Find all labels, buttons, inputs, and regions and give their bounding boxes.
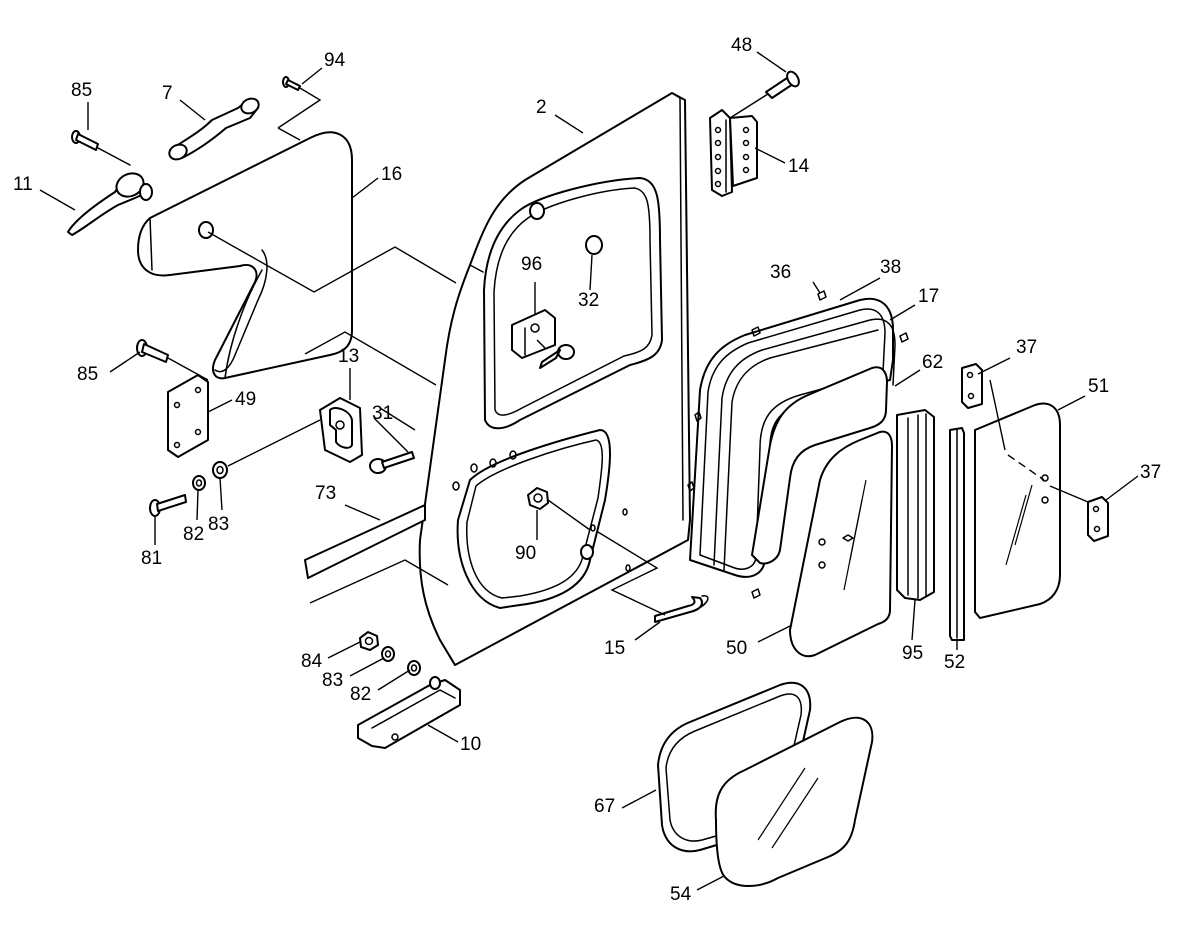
- screw-94: [277, 76, 322, 129]
- callout-49: 49: [235, 389, 256, 410]
- nut-84: [359, 631, 379, 651]
- callout-82-bottom: 82: [350, 684, 371, 705]
- bracket-37-bottom: [1087, 496, 1109, 542]
- inner-panel-16: [137, 131, 353, 380]
- handle-11: [67, 172, 153, 236]
- callout-94: 94: [324, 50, 346, 71]
- weatherstrip-62: [751, 366, 888, 565]
- callout-54: 54: [670, 884, 692, 905]
- channel-95: [896, 409, 935, 601]
- callout-14: 14: [788, 156, 810, 177]
- washer-83-left: [212, 461, 228, 479]
- u-rod-15: [654, 595, 709, 623]
- callout-67: 67: [594, 796, 615, 817]
- callout-37-top: 37: [1016, 337, 1037, 358]
- bracket-37-top: [961, 363, 983, 409]
- callout-37-bottom: 37: [1140, 462, 1161, 483]
- callout-81: 81: [141, 548, 162, 569]
- callout-17: 17: [918, 286, 939, 307]
- callout-31: 31: [372, 403, 393, 424]
- callout-16: 16: [381, 164, 402, 185]
- leader-lines: [39, 51, 1139, 891]
- seal-strip-73: [304, 504, 426, 579]
- callout-38: 38: [880, 257, 901, 278]
- callout-32: 32: [578, 290, 599, 311]
- callout-7: 7: [162, 83, 173, 104]
- leader-washer: [227, 419, 321, 467]
- callout-83-bottom: 83: [322, 670, 343, 691]
- grab-handle-10: [357, 676, 461, 749]
- plug-32: [585, 235, 603, 255]
- callout-13: 13: [338, 346, 359, 367]
- callout-51: 51: [1088, 376, 1109, 397]
- grip-7: [168, 97, 260, 161]
- bolt-81: [149, 494, 187, 517]
- callout-15: 15: [604, 638, 625, 659]
- callout-85-top: 85: [71, 80, 92, 101]
- clips: [687, 290, 909, 599]
- hinge-14: [709, 109, 758, 197]
- screw-85-top: [71, 130, 131, 166]
- plate-49: [167, 374, 209, 458]
- callout-10: 10: [460, 734, 481, 755]
- weatherstrip-17: [713, 318, 896, 571]
- callout-52: 52: [944, 652, 965, 673]
- bracket-96: [511, 309, 556, 359]
- nut-90: [527, 487, 549, 510]
- callout-96: 96: [521, 254, 542, 275]
- door-panel: [418, 92, 691, 666]
- callout-84: 84: [301, 651, 323, 672]
- bolt-48: [729, 70, 800, 119]
- callout-85-mid: 85: [77, 364, 98, 385]
- washer-83-bottom: [381, 646, 395, 662]
- glass-51: [974, 379, 1089, 620]
- callout-50: 50: [726, 638, 747, 659]
- washer-82-left: [192, 475, 206, 491]
- callout-90: 90: [515, 543, 536, 564]
- strip-52: [949, 427, 965, 641]
- callout-labels: 94 85 7 11 16 2 48 14 96 32 36 38 17 62 …: [13, 35, 1161, 905]
- bolt-96: [539, 344, 575, 369]
- callout-82-left: 82: [183, 524, 204, 545]
- callout-95: 95: [902, 643, 923, 664]
- callout-11: 11: [13, 174, 33, 195]
- callout-73: 73: [315, 483, 336, 504]
- callout-62: 62: [922, 352, 943, 373]
- bolt-85-mid: [136, 339, 209, 381]
- callout-48: 48: [731, 35, 752, 56]
- callout-36: 36: [770, 262, 791, 283]
- glass-50: [788, 430, 894, 658]
- callout-2: 2: [536, 97, 547, 118]
- washer-82-bottom: [407, 660, 421, 676]
- callout-83-left: 83: [208, 514, 229, 535]
- latch-13: [319, 397, 363, 463]
- bolt-31: [369, 451, 415, 474]
